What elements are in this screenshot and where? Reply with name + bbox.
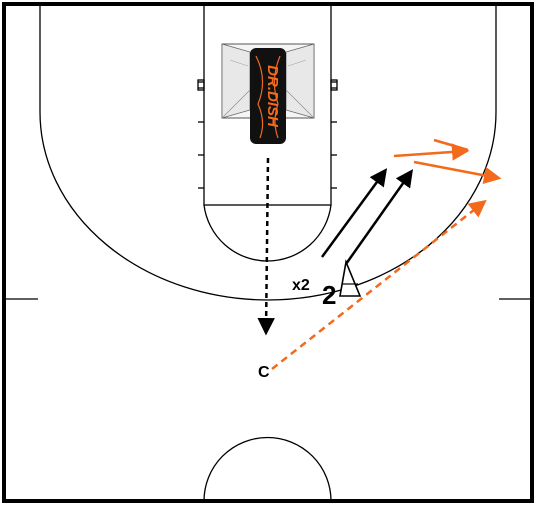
player-2-label: 2: [322, 280, 336, 310]
orange-cut-arrow-1: [393, 143, 470, 161]
reps-label: x2: [292, 277, 310, 294]
cut-arrow-2: [344, 169, 414, 265]
lane-hash-marks: [197, 79, 338, 189]
coach-label: C: [258, 364, 270, 381]
cone-icon: [339, 259, 362, 297]
machine-brand-text: DR.DISH: [264, 65, 281, 128]
pass-to-coach-arrow: [257, 157, 275, 336]
center-circle: [203, 436, 332, 502]
orange-cut-arrow-tail: [433, 138, 469, 152]
orange-cut-arrow-2: [413, 160, 502, 184]
cut-arrow-1: [320, 168, 388, 258]
pass-to-wing-arrow: [271, 199, 487, 370]
three-point-line: [39, 4, 497, 301]
shooting-machine-icon: DR.DISH: [250, 48, 286, 144]
